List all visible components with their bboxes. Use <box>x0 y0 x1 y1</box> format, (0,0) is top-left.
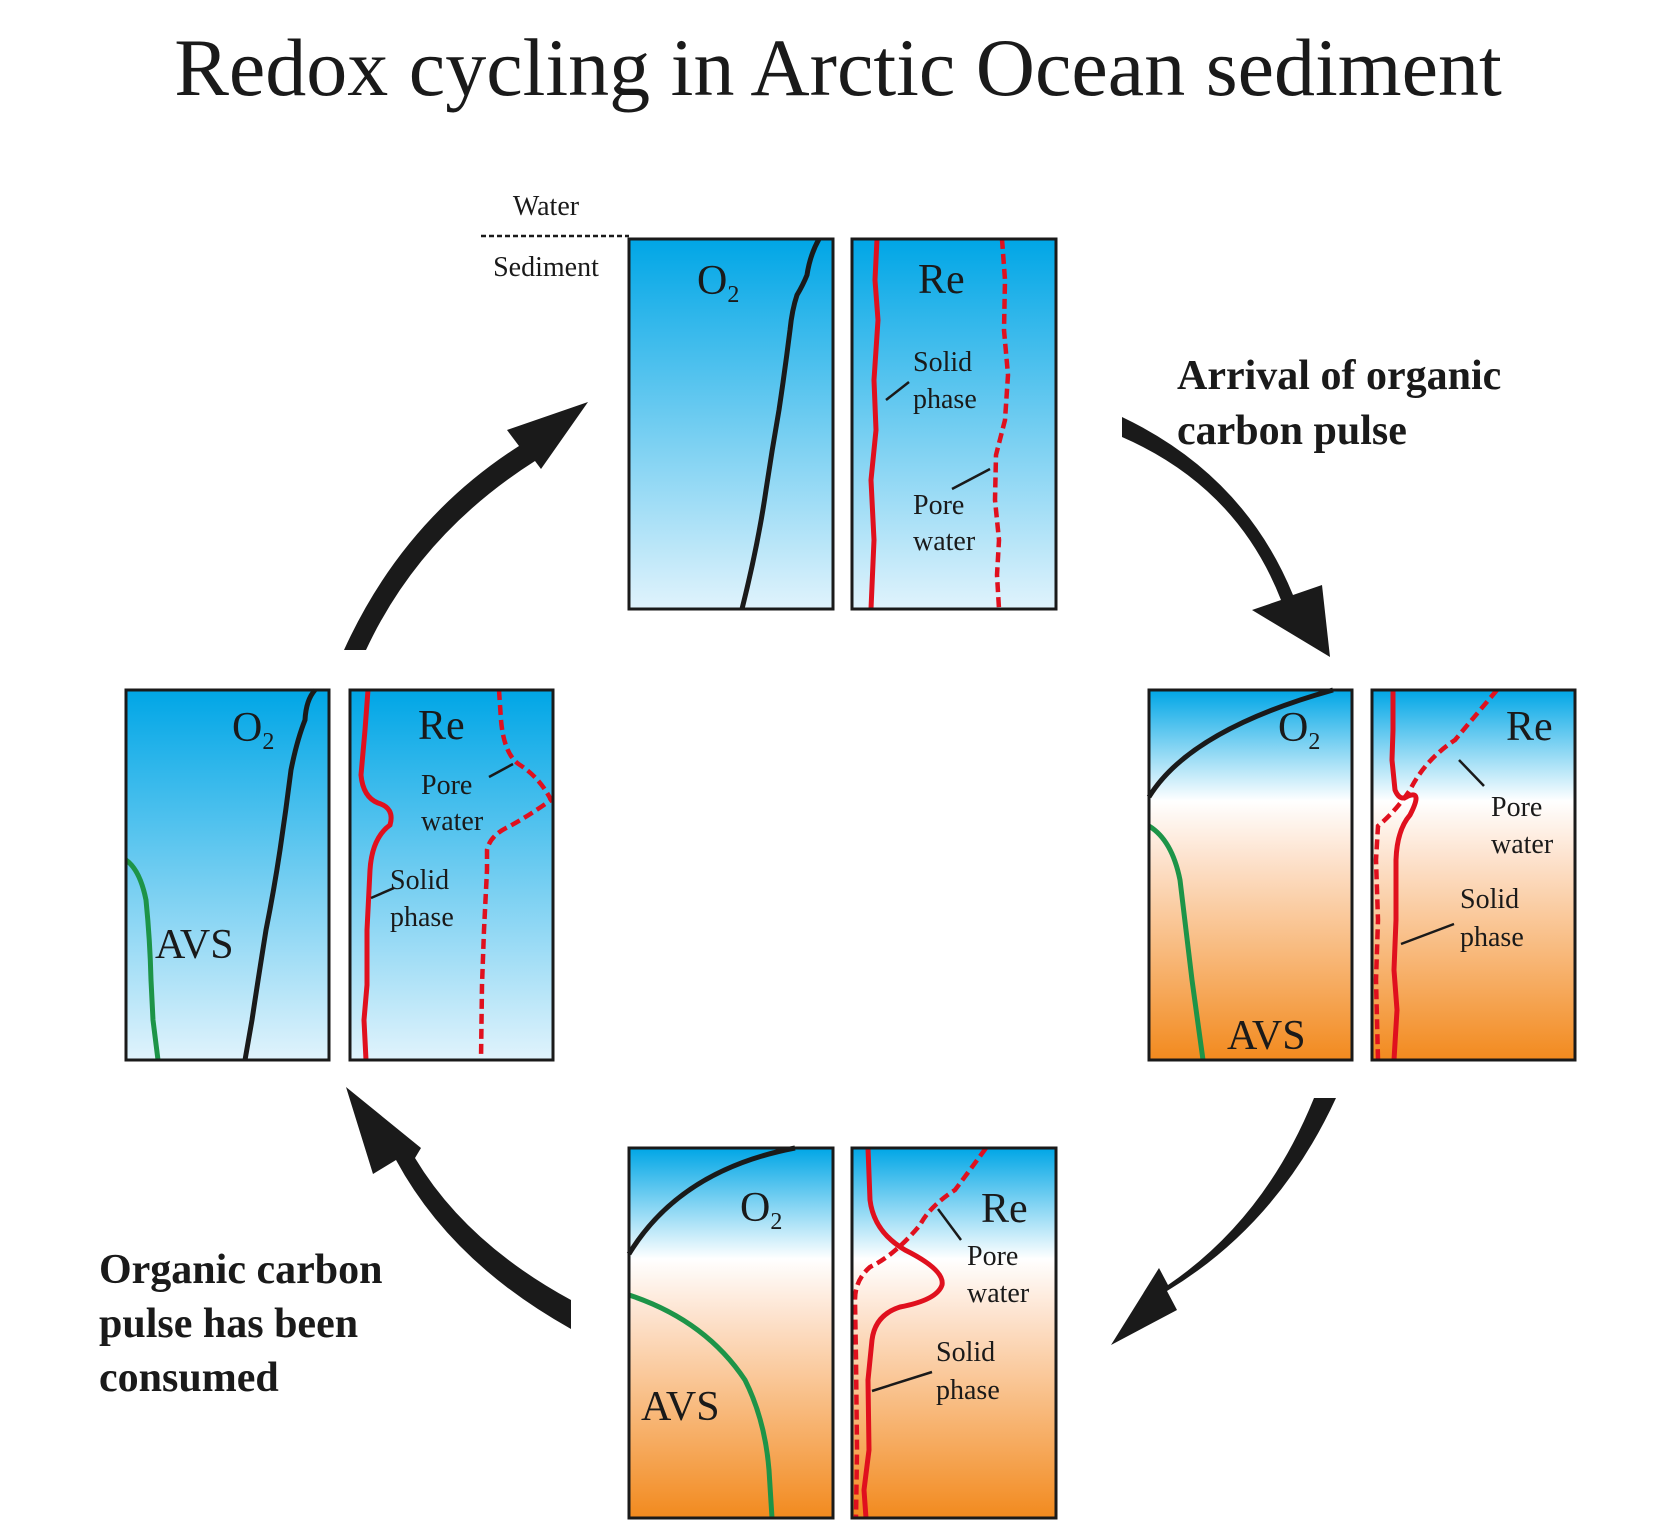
re-solid-profile <box>1389 690 1419 1061</box>
re-pore-profile <box>1373 688 1499 1061</box>
solid-leader <box>871 1370 933 1393</box>
arrow-left-top <box>344 402 588 650</box>
arrow-top-right <box>1122 417 1330 657</box>
caption-consumed: Organic carbon pulse has been consumed <box>99 1247 382 1401</box>
avs-profile <box>628 1292 775 1519</box>
sediment-label: Sediment <box>493 252 599 283</box>
avs-label: AVS <box>155 922 234 968</box>
o2-profile <box>1146 687 1334 799</box>
avs-profile <box>1147 823 1206 1061</box>
pore-label: Pore water <box>967 1241 1030 1309</box>
re-pore-profile <box>992 238 1011 610</box>
o2-label: O2 <box>740 1185 782 1235</box>
caption-consumed-line2: pulse has been <box>99 1301 358 1347</box>
o2-panel: O2 AVS <box>124 688 331 1062</box>
water-label: Water <box>513 191 580 222</box>
solid-leader <box>370 886 395 900</box>
solid-label: Solid phase <box>1460 884 1526 953</box>
re-label: Re <box>918 257 965 303</box>
re-pore-profile <box>478 689 554 1061</box>
caption-consumed-line1: Organic carbon <box>99 1247 382 1293</box>
caption-arrival-line2: carbon pulse <box>1177 408 1407 454</box>
o2-panel: O2 <box>627 237 835 611</box>
re-panel: Re Solid phase Pore water <box>850 237 1058 611</box>
pore-label: Pore water <box>421 770 484 837</box>
arrow-right-bottom <box>1111 1098 1336 1345</box>
diagram-title: Redox cycling in Arctic Ocean sediment <box>174 22 1502 113</box>
solid-label: Solid phase <box>913 347 979 415</box>
o2-label: O2 <box>697 258 739 308</box>
re-solid-profile <box>861 1147 945 1519</box>
stage-top: O2 Re Solid phase Pore water <box>627 237 1058 611</box>
solid-leader <box>1400 922 1455 946</box>
o2-label: O2 <box>1278 705 1320 755</box>
avs-label: AVS <box>1227 1013 1306 1059</box>
pore-leader <box>936 1208 963 1241</box>
water-sediment-interface: Water Sediment <box>481 191 629 283</box>
o2-profile <box>739 237 822 610</box>
solid-leader <box>885 381 910 401</box>
stage-right: O2 AVS Re Pore water Solid phase <box>1146 687 1577 1062</box>
o2-panel: O2 AVS <box>1146 687 1354 1062</box>
pore-label: Pore water <box>1491 792 1554 860</box>
o2-panel: O2 AVS <box>626 1145 835 1520</box>
avs-label: AVS <box>641 1384 720 1430</box>
solid-label: Solid phase <box>936 1337 1002 1406</box>
re-panel: Re Pore water Solid phase <box>1370 688 1577 1062</box>
re-solid-profile <box>868 238 881 610</box>
pore-leader <box>1458 759 1485 787</box>
re-label: Re <box>1506 704 1553 750</box>
stage-left: O2 AVS Re Pore water Solid phase <box>124 688 555 1062</box>
pore-label: Pore water <box>913 490 976 557</box>
avs-profile <box>124 857 161 1061</box>
o2-profile <box>242 688 317 1061</box>
o2-profile <box>626 1145 796 1256</box>
stage-bottom: O2 AVS Re Pore water Solid phase <box>626 1145 1058 1520</box>
pore-leader <box>951 467 991 491</box>
re-panel: Re Pore water Solid phase <box>348 688 555 1062</box>
re-label: Re <box>981 1186 1028 1232</box>
re-label: Re <box>418 703 465 749</box>
caption-arrival: Arrival of organic carbon pulse <box>1177 353 1501 454</box>
cycle-arrows <box>344 402 1336 1345</box>
re-panel: Re Pore water Solid phase <box>850 1146 1058 1520</box>
caption-arrival-line1: Arrival of organic <box>1177 353 1501 399</box>
caption-consumed-line3: consumed <box>99 1355 279 1401</box>
solid-label: Solid phase <box>390 865 456 933</box>
arrow-bottom-left <box>346 1087 571 1329</box>
pore-leader <box>488 762 514 779</box>
o2-label: O2 <box>232 705 274 755</box>
re-solid-profile <box>358 689 394 1061</box>
re-pore-profile <box>852 1146 988 1519</box>
